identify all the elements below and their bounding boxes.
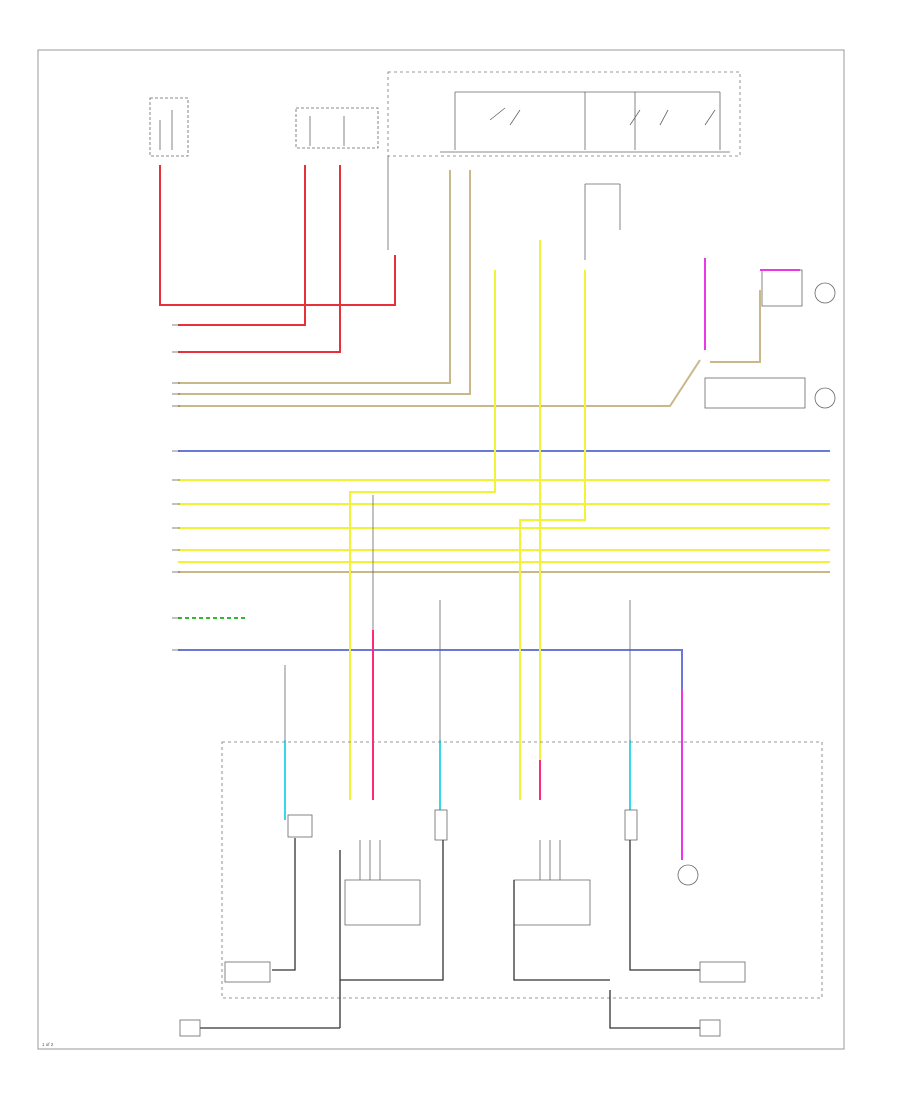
blue-wires — [178, 450, 830, 690]
cyan-wires — [284, 740, 631, 820]
yellow-wires — [178, 240, 830, 800]
diagram-frame — [37, 49, 845, 1050]
magenta-wires — [372, 258, 800, 860]
headlamp-components — [287, 809, 699, 926]
tan-wires — [178, 170, 830, 573]
red-wires — [159, 165, 396, 353]
instrument-panel-fuse-block — [295, 107, 379, 149]
ground-wires — [200, 838, 700, 1029]
footer-code: 1 of 2 — [42, 1042, 54, 1047]
connector-ticks — [172, 324, 180, 651]
headlamp-switch-box — [387, 71, 741, 260]
headlamp-assembly-box — [221, 741, 823, 999]
fuse-block — [149, 97, 189, 157]
ground-symbols — [179, 961, 746, 1037]
right-components — [704, 269, 836, 409]
grey-wires — [284, 495, 631, 740]
